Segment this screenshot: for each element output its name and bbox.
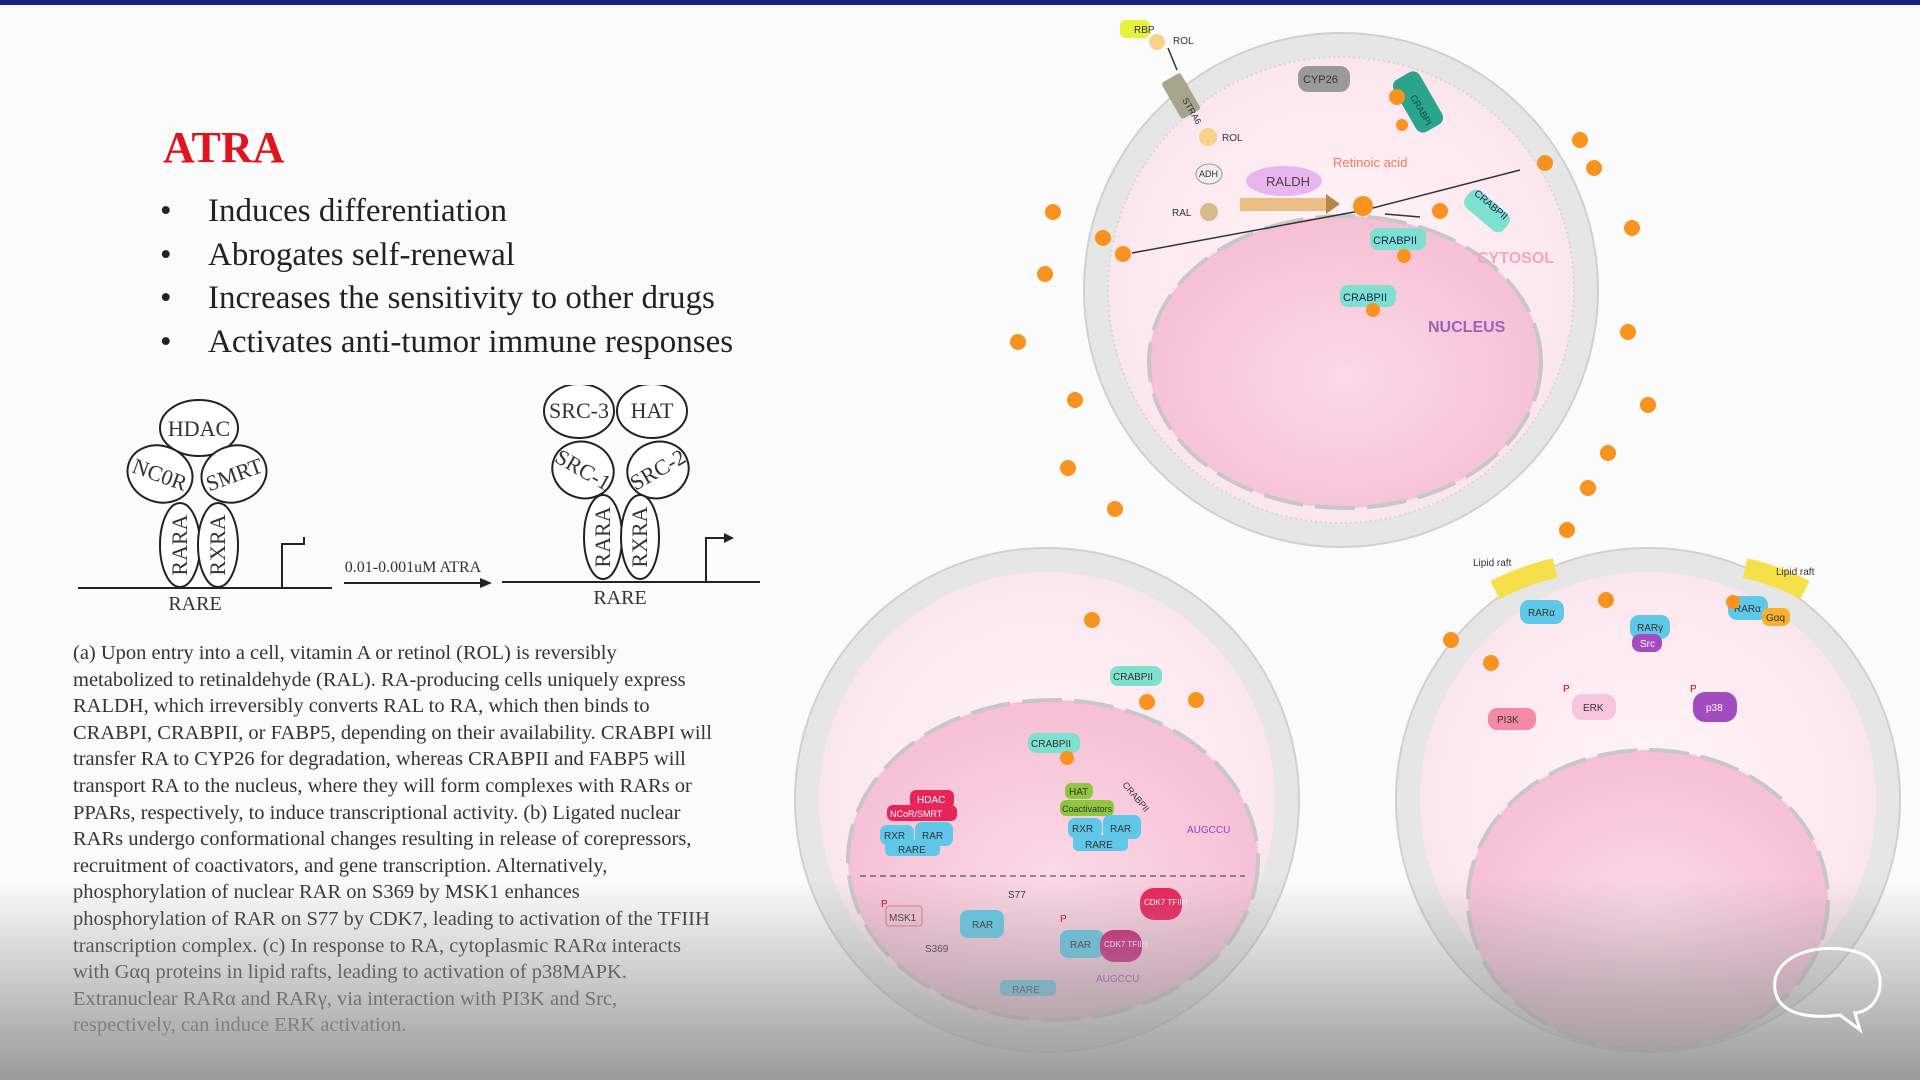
- protein-rxra: RXRA: [205, 514, 230, 575]
- label-rare: RARE: [1012, 985, 1040, 996]
- bullet-list: • Induces differentiation • Abrogates self…: [160, 190, 733, 364]
- label-rxr: RXR: [1072, 824, 1093, 835]
- crabpii-protein: [1340, 285, 1396, 307]
- label-src: Src: [1640, 639, 1655, 650]
- label-coactivators: Coactivators: [1062, 804, 1113, 814]
- label-erk: ERK: [1583, 703, 1604, 714]
- label-phospho: P: [881, 899, 888, 910]
- receptor-complex-diagram: HDAC NC0R SMRT RARA RXRA RARE 0.01-0.001…: [78, 385, 760, 615]
- label-s369: S369: [925, 944, 949, 955]
- protein-rara: RARA: [167, 514, 192, 575]
- bullet-icon: •: [160, 236, 172, 273]
- protein-src3: SRC-3: [549, 398, 609, 423]
- label-cyp26: CYP26: [1303, 74, 1338, 86]
- label-phospho: P: [1060, 914, 1067, 925]
- bullet-item: • Induces differentiation: [160, 190, 733, 234]
- label-pi3k: PI3K: [1497, 715, 1519, 726]
- label-phospho: P: [1563, 684, 1570, 695]
- protein-hat: HAT: [631, 398, 674, 423]
- label-crabpii: CRABPII: [1373, 235, 1417, 247]
- bullet-text: Abrogates self-renewal: [208, 236, 515, 273]
- label-gaq: Gαq: [1766, 613, 1785, 624]
- cell-b-nuclear-signaling: CRABPII CRABPII HDAC NCoR/SMRT RXR RAR R…: [794, 547, 1300, 1053]
- label-rar: RAR: [972, 920, 993, 931]
- bullet-item: • Increases the sensitivity to other drug…: [160, 277, 733, 321]
- caption-line: RARs undergo conformational changes resu…: [73, 828, 692, 851]
- bullet-icon: •: [160, 323, 172, 360]
- label-lipid-raft: Lipid raft: [1776, 567, 1815, 578]
- label-cdk7-tfiih: CDK7 TFIIH: [1144, 898, 1188, 907]
- cell-a-ra-metabolism: RBP ROL STRA6 ROL ADH RAL RALDH CYP26 CR…: [1083, 20, 1599, 548]
- label-msk1: MSK1: [889, 913, 917, 924]
- bullet-item: • Activates anti-tumor immune responses: [160, 321, 733, 365]
- label-rol: ROL: [1173, 36, 1194, 47]
- label-s77: S77: [1008, 890, 1026, 901]
- rare-label: RARE: [168, 593, 221, 615]
- label-adh: ADH: [1199, 169, 1218, 179]
- label-phospho: P: [1690, 684, 1697, 695]
- label-rol: ROL: [1222, 133, 1243, 144]
- bullet-icon: •: [160, 193, 172, 229]
- protein-rara: RARA: [590, 506, 615, 567]
- stra6-transporter: [1162, 73, 1200, 119]
- label-rar: RAR: [1110, 824, 1131, 835]
- label-crabpii: CRABPII: [1031, 739, 1071, 750]
- label-lipid-raft: Lipid raft: [1473, 558, 1512, 569]
- label-cytosol: CYTOSOL: [1477, 250, 1554, 267]
- label-crabpii: CRABPII: [1343, 292, 1387, 304]
- top-accent-bar: [0, 0, 1920, 5]
- label-retinoic-acid: Retinoic acid: [1333, 155, 1407, 170]
- label-rbp: RBP: [1134, 25, 1155, 36]
- atra-dose-label: 0.01-0.001uM ATRA: [345, 559, 482, 576]
- raldh-enzyme: [1246, 166, 1322, 196]
- label-ncor-smrt: NCoR/SMRT: [890, 809, 943, 819]
- watermark-logo: [1760, 935, 1890, 1035]
- bullet-text: Increases the sensitivity to other drugs: [208, 280, 715, 316]
- protein-rxra: RXRA: [627, 506, 652, 567]
- label-rar: RAR: [1070, 940, 1091, 951]
- caption-line: RALDH, which irreversibly converts RAL t…: [73, 695, 650, 718]
- cyp26-enzyme: [1298, 66, 1350, 92]
- caption-line: transfer RA to CYP26 for degradation, wh…: [73, 748, 686, 771]
- watermark-icon: [1773, 946, 1882, 1034]
- label-rxr: RXR: [884, 831, 905, 842]
- label-rara: RARα: [1734, 604, 1761, 615]
- caption-line: (a) Upon entry into a cell, vitamin A or…: [73, 642, 617, 664]
- label-crabpii: CRABPII: [1113, 672, 1153, 683]
- crabpii-protein: [1370, 228, 1426, 250]
- label-ral: RAL: [1172, 208, 1192, 219]
- label-rarg: RARγ: [1637, 623, 1663, 634]
- caption-line: CRABPI, CRABPII, or FABP5, depending on …: [73, 721, 712, 744]
- label-rare: RARE: [1085, 840, 1113, 851]
- label-hat: HAT: [1069, 787, 1088, 798]
- caption-line: recruitment of coactivators, and gene tr…: [73, 854, 608, 877]
- caption-line: metabolized to retinaldehyde (RAL). RA-p…: [73, 668, 686, 691]
- label-rara: RARα: [1528, 608, 1555, 619]
- label-nucleus: NUCLEUS: [1428, 319, 1506, 336]
- label-rare: RARE: [898, 845, 926, 856]
- label-cdk7-tfiih: CDK7 TFIIH: [1104, 940, 1148, 949]
- protein-hdac: HDAC: [168, 416, 230, 441]
- caption-line: PPARs, respectively, to induce transcrip…: [73, 801, 681, 824]
- bullet-item: • Abrogates self-renewal: [160, 234, 733, 278]
- rbp-protein: [1120, 20, 1150, 38]
- retinoic-acid-molecules: [1010, 89, 1740, 765]
- crabpii-protein: [1464, 189, 1510, 233]
- label-rar: RAR: [922, 831, 943, 842]
- bullet-text: Induces differentiation: [208, 193, 508, 229]
- rare-label: RARE: [593, 587, 646, 609]
- caption-line: transport RA to the nucleus, where they …: [73, 774, 692, 797]
- label-hdac: HDAC: [917, 795, 945, 806]
- label-p38: p38: [1706, 703, 1723, 714]
- label-augccu: AUGCCU: [1096, 974, 1139, 985]
- label-raldh: RALDH: [1266, 174, 1310, 189]
- label-augccu: AUGCCU: [1187, 825, 1230, 836]
- crabpi-protein: [1392, 71, 1444, 133]
- slide-title: ATRA: [163, 123, 285, 172]
- bullet-text: Activates anti-tumor immune responses: [208, 323, 734, 360]
- bullet-icon: •: [160, 280, 172, 316]
